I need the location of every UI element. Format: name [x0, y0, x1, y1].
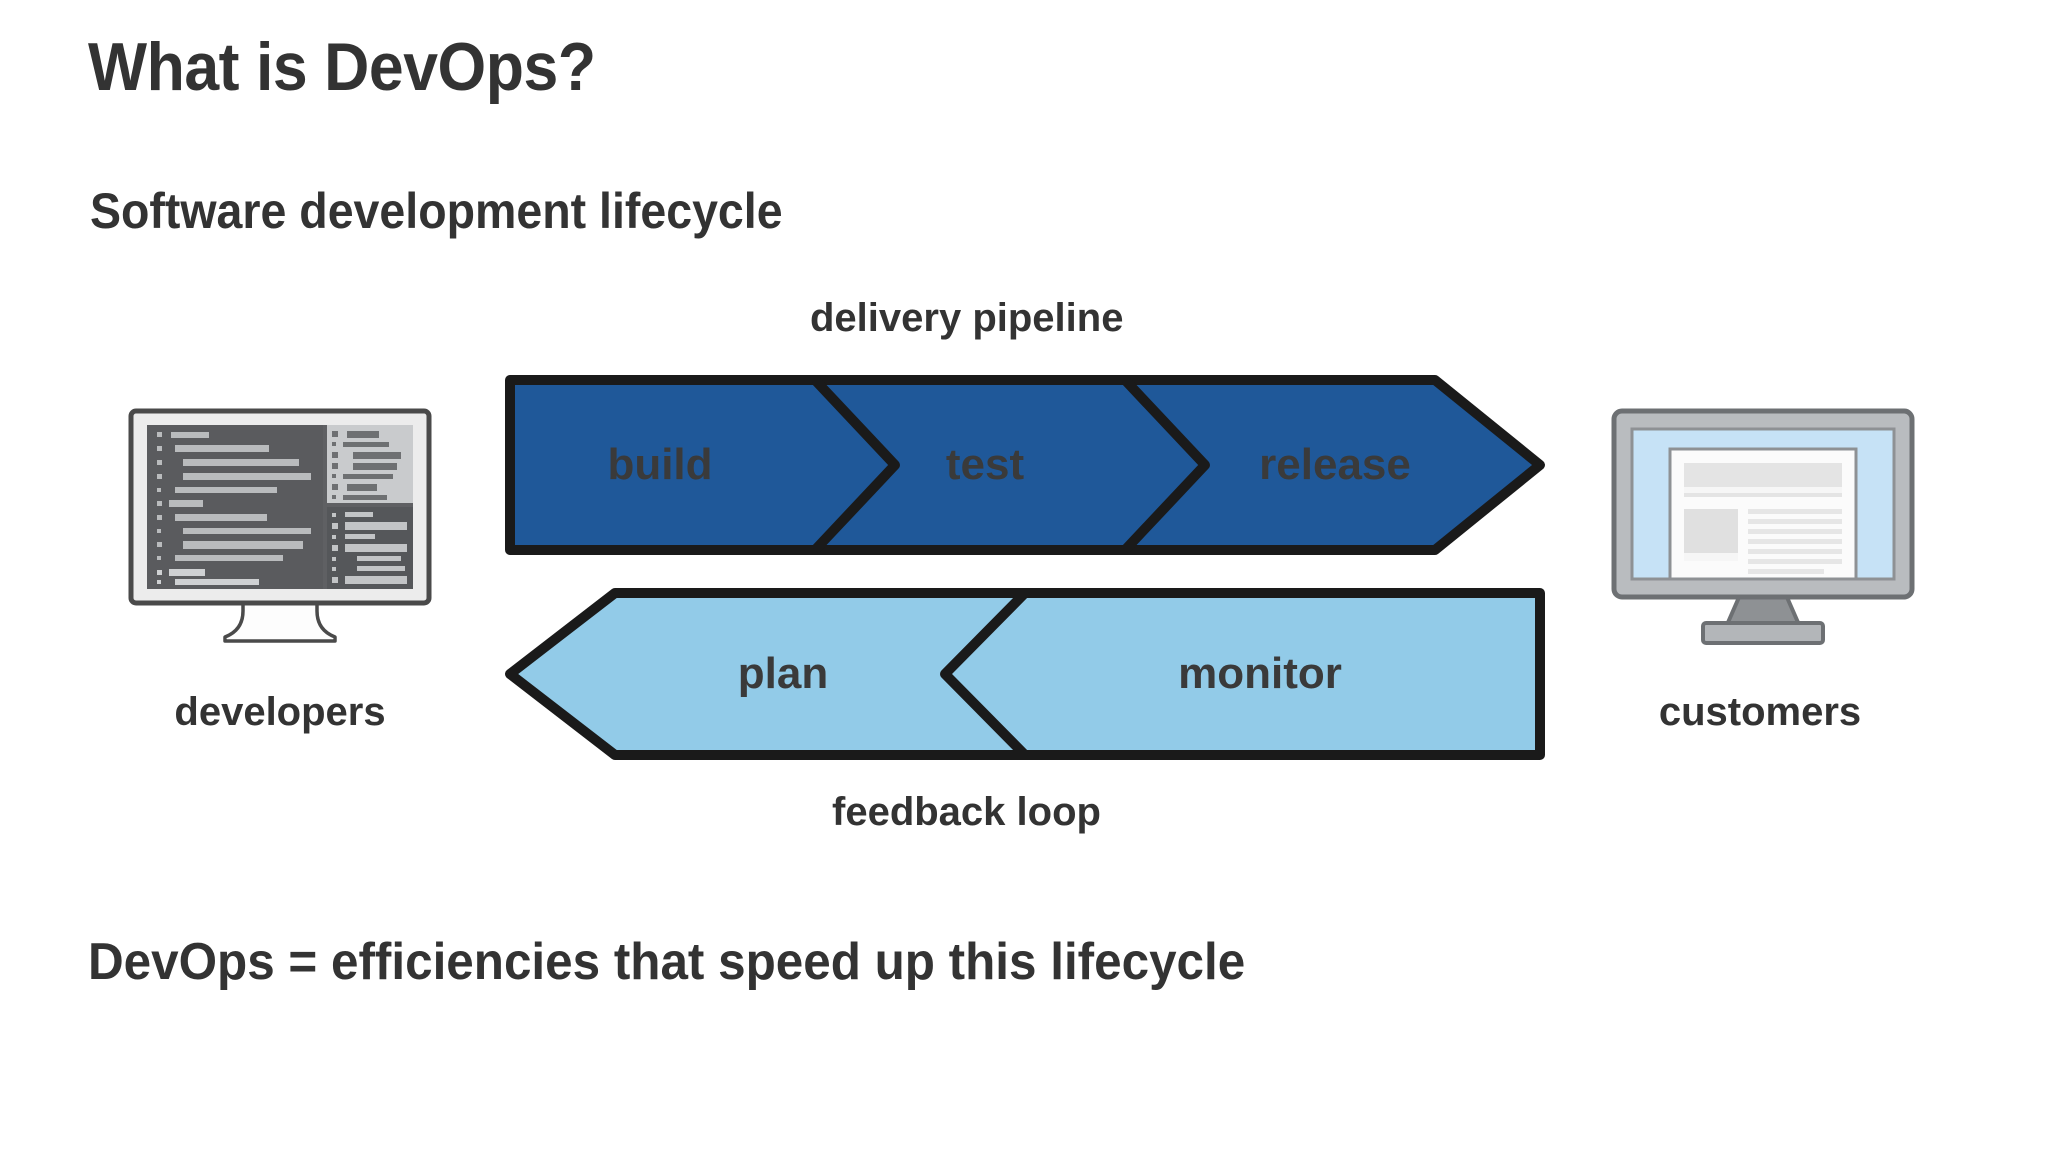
delivery-pipeline-arrow: build test release [505, 375, 1545, 555]
customers-label: customers [1658, 690, 1862, 734]
pipeline-stage-build[interactable]: build [607, 440, 713, 489]
section-subtitle: Software development lifecycle [90, 183, 783, 239]
delivery-pipeline-caption: delivery pipeline [810, 296, 1124, 340]
feedback-loop-arrow: plan monitor [505, 588, 1545, 760]
developers-label: developers [174, 690, 386, 734]
bottom-statement: DevOps = efficiencies that speed up this… [88, 933, 1246, 991]
feedback-stage-plan[interactable]: plan [737, 649, 829, 698]
page-title: What is DevOps? [88, 29, 596, 105]
feedback-stage-monitor[interactable]: monitor [1178, 649, 1342, 698]
pipeline-stage-test[interactable]: test [945, 440, 1025, 489]
pipeline-stage-release[interactable]: release [1259, 440, 1411, 489]
customer-monitor-icon [1608, 405, 1918, 645]
feedback-loop-caption: feedback loop [832, 790, 1101, 834]
developer-monitor-icon [125, 405, 435, 645]
